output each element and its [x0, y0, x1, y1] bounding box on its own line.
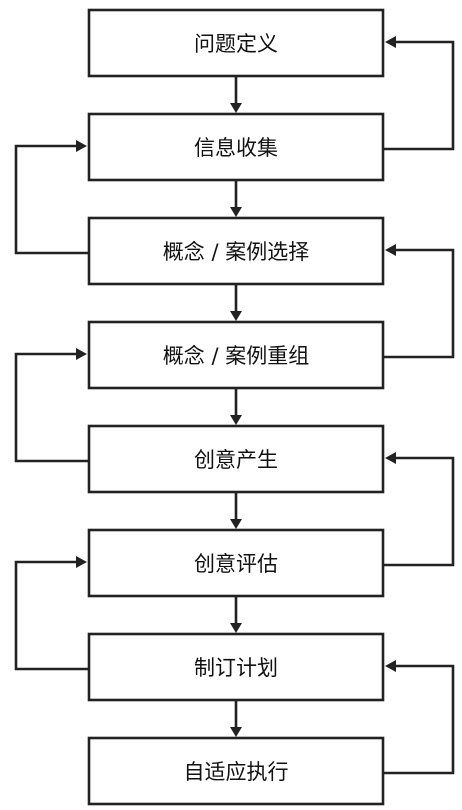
feedback-loop-arrowhead	[385, 244, 396, 256]
step-box	[87, 424, 385, 494]
feedback-loop-arrowhead	[76, 140, 87, 152]
feedback-loop-arrowhead	[385, 452, 396, 464]
step-box	[87, 632, 385, 702]
feedback-loop-arrowhead	[385, 660, 396, 672]
flow-down-arrowhead	[230, 727, 242, 737]
flow-down-arrowhead	[230, 415, 242, 425]
flow-down-arrowhead	[230, 519, 242, 529]
feedback-loop-arrowhead	[76, 556, 87, 568]
step-label: 概念 / 案例选择	[163, 240, 309, 264]
feedback-loop-arrowhead	[76, 348, 87, 360]
step-label: 创意产生	[194, 448, 278, 472]
flow-down-arrowhead	[230, 623, 242, 633]
connectors-layer	[14, 36, 455, 775]
step-label: 创意评估	[194, 552, 278, 576]
step-concept-case-selection: 概念 / 案例选择	[87, 216, 385, 286]
step-box	[87, 112, 385, 182]
step-box	[87, 320, 385, 390]
step-adaptive-execution: 自适应执行	[87, 736, 385, 806]
feedback-loop-line	[14, 352, 89, 463]
step-plan-making: 制订计划	[87, 632, 385, 702]
step-label: 概念 / 案例重组	[163, 344, 309, 368]
step-concept-case-recombination: 概念 / 案例重组	[87, 320, 385, 390]
flow-down-arrowhead	[230, 103, 242, 113]
feedback-loop-line	[14, 560, 89, 671]
feedback-loop-line	[14, 144, 89, 255]
feedback-loop-line	[383, 664, 455, 775]
feedback-loop-line	[383, 456, 455, 567]
step-problem-definition: 问题定义	[87, 8, 385, 78]
step-label: 问题定义	[194, 32, 278, 56]
step-idea-generation: 创意产生	[87, 424, 385, 494]
feedback-loop-arrowhead	[385, 36, 396, 48]
flow-down-arrowhead	[230, 311, 242, 321]
step-label: 制订计划	[194, 656, 278, 680]
step-box	[87, 216, 385, 286]
flow-down-arrowhead	[230, 207, 242, 217]
feedback-loop-line	[383, 40, 455, 151]
step-box	[87, 8, 385, 78]
step-label: 自适应执行	[184, 760, 289, 784]
step-idea-evaluation: 创意评估	[87, 528, 385, 598]
steps-layer: 问题定义 信息收集 概念 / 案例选择 概念 / 案例重组 创意产生 创意评估 …	[87, 8, 385, 806]
step-box	[87, 736, 385, 806]
step-label: 信息收集	[194, 136, 278, 160]
step-information-collection: 信息收集	[87, 112, 385, 182]
step-box	[87, 528, 385, 598]
feedback-loop-line	[383, 248, 455, 359]
